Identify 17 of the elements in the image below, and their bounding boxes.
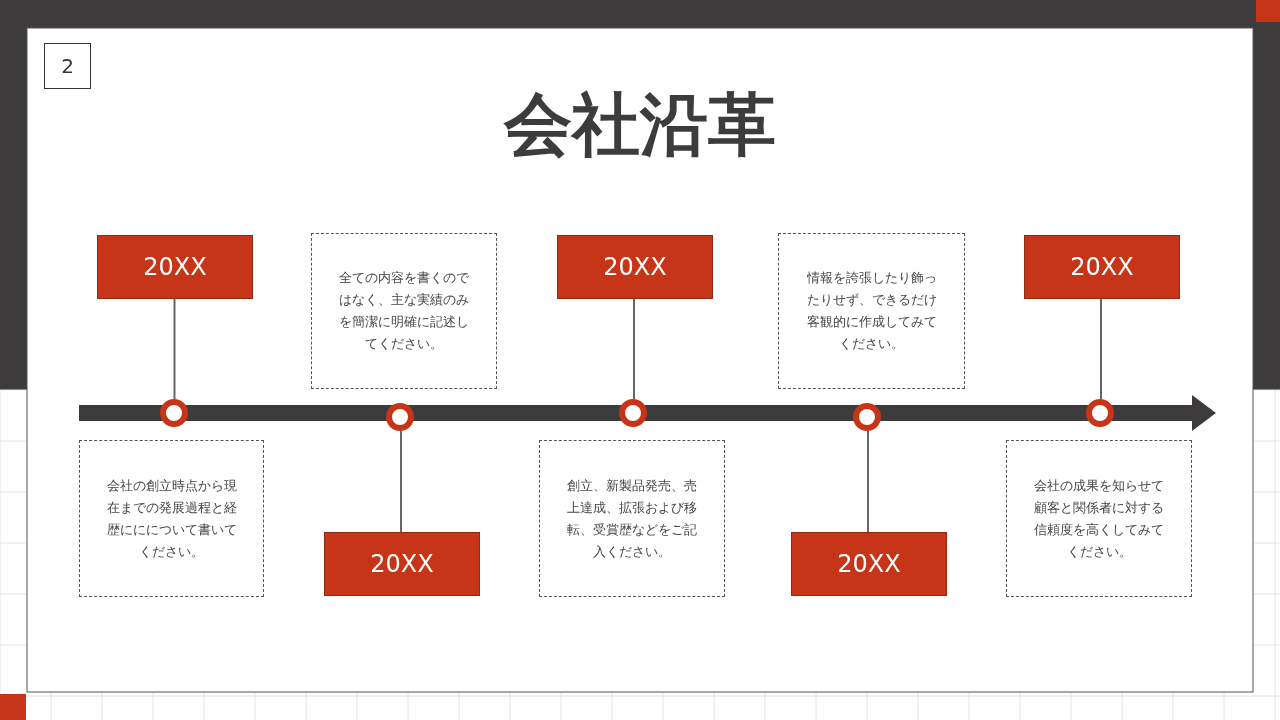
- year-box: 20XX: [1024, 235, 1180, 299]
- note-box: 会社の創立時点から現在までの発展過程と経歴ににについて書いてください。: [79, 440, 264, 597]
- title: 会社沿革: [502, 84, 777, 166]
- page-number: 2: [44, 43, 91, 89]
- note-box: 全ての内容を書くのではなく、主な実績のみを簡潔に明確に記述してください。: [311, 233, 497, 389]
- note-box: 会社の成果を知らせて顧客と関係者に対する信頼度を高くしてみてください。: [1006, 440, 1192, 597]
- note-box: 創立、新製品発売、売上達成、拡張および移転、受賞歴などをご記入ください。: [539, 440, 725, 597]
- year-box: 20XX: [557, 235, 713, 299]
- year-box: 20XX: [97, 235, 253, 299]
- connector-line: [633, 298, 635, 400]
- year-box: 20XX: [791, 532, 947, 596]
- connector-line: [867, 430, 869, 533]
- connector-line: [400, 430, 402, 533]
- connector-line: [173, 298, 176, 400]
- note-box: 情報を誇張したり飾ったりせず、できるだけ客観的に作成してみてください。: [778, 233, 965, 389]
- connector-line: [1100, 298, 1102, 400]
- year-box: 20XX: [324, 532, 480, 596]
